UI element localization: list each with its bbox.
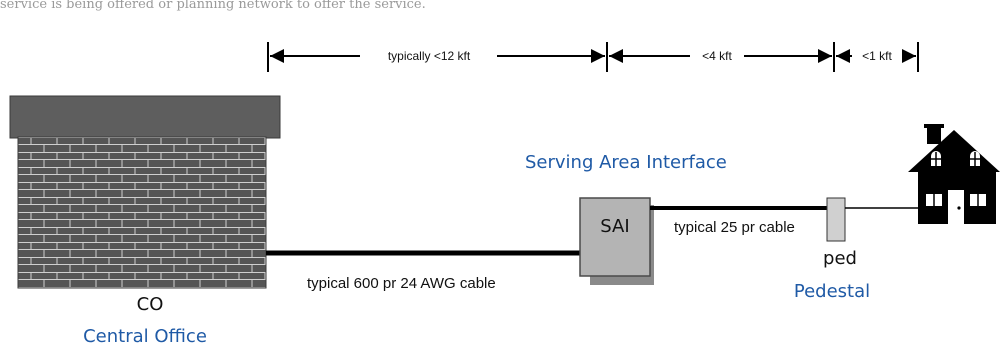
serving-area-interface-label: Serving Area Interface xyxy=(525,152,727,173)
central-office-building xyxy=(9,95,281,289)
pedestal-box xyxy=(826,197,846,242)
central-office-label: Central Office xyxy=(83,326,207,347)
header-text: service is being offered or planning net… xyxy=(0,0,426,12)
pedestal-label: Pedestal xyxy=(794,281,870,302)
sai-abbreviation: SAI xyxy=(600,216,629,237)
pedestal-abbreviation: ped xyxy=(823,248,857,269)
sai-cabinet xyxy=(579,197,654,285)
co-abbreviation: CO xyxy=(137,294,164,315)
dimension-label-ped-to-house: <1 kft xyxy=(862,49,892,63)
house-icon xyxy=(908,124,1000,224)
dimension-label-sai-to-ped: <4 kft xyxy=(702,49,732,63)
distribution-cable-label: typical 25 pr cable xyxy=(674,219,795,236)
feeder-cable-label: typical 600 pr 24 AWG cable xyxy=(307,275,496,292)
dimension-label-co-to-sai: typically <12 kft xyxy=(388,49,471,63)
dimension-ticks xyxy=(267,42,919,72)
